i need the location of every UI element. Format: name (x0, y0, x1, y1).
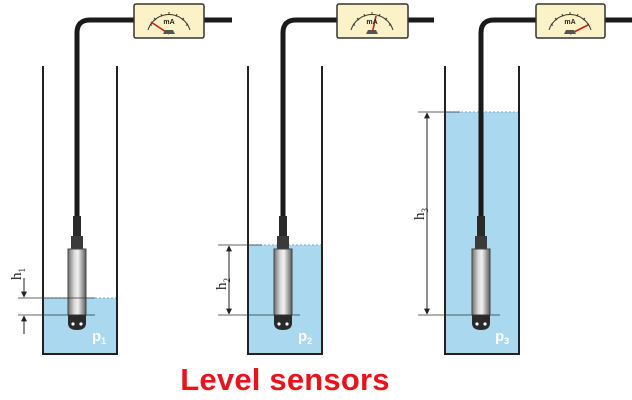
pressure-probe-icon (273, 216, 293, 330)
pressure-label-2: p2 (298, 328, 312, 346)
pressure-label-1: p1 (92, 328, 106, 346)
setup-1: mA h1 p1 (9, 3, 232, 355)
height-label-1: h1 (9, 268, 27, 280)
setup-2: mA h2 p2 (214, 3, 434, 355)
setup-3: mA h3 p3 (412, 3, 632, 355)
milliammeter-icon: mA (336, 3, 409, 39)
meter-unit-3: mA (564, 19, 575, 26)
tank-3 (444, 66, 520, 355)
pressure-probe-icon (67, 216, 87, 330)
meter-unit-2: mA (366, 19, 377, 26)
meter-unit-1: mA (163, 19, 174, 26)
cable-1 (74, 17, 135, 218)
pressure-label-3: p3 (495, 328, 509, 346)
cable-2 (280, 17, 338, 218)
height-label-2: h2 (214, 278, 232, 290)
cable-3 (478, 17, 537, 218)
figure-caption: Level sensors (180, 362, 390, 397)
milliammeter-icon: mA (535, 3, 606, 39)
tank-2 (247, 66, 323, 355)
milliammeter-icon: mA (133, 3, 205, 39)
height-label-3: h3 (412, 208, 430, 221)
tank-1 (42, 66, 118, 355)
pressure-probe-icon (471, 216, 491, 330)
